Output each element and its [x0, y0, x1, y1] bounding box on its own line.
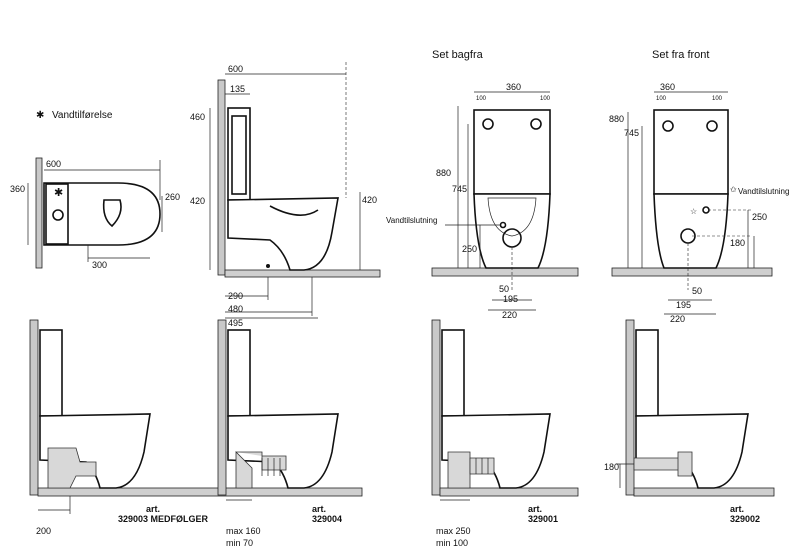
bowl-front [653, 193, 729, 269]
dim-back-50: 50 [499, 284, 509, 294]
dim-front-195: 195 [676, 300, 691, 310]
floor [224, 269, 381, 278]
dim-side-600: 600 [228, 64, 243, 74]
dim-front-180: 180 [730, 238, 745, 248]
dim-front-745: 745 [624, 128, 639, 138]
wall [29, 319, 39, 496]
dim-back-100-left: 100 [476, 96, 487, 102]
dim-install-4: 180 [604, 462, 619, 472]
front-water-connection-label: Vandtilslutning [738, 187, 789, 196]
legend: ✱ Vandtilførelse [36, 110, 113, 121]
floor [439, 487, 579, 497]
dim-side-460: 460 [190, 112, 205, 122]
floor [633, 487, 775, 497]
dim-front-880: 880 [609, 114, 624, 124]
dim-front-50: 50 [692, 286, 702, 296]
install-329001: max 250 min 100 art. 329001 [431, 319, 579, 548]
dim-top-300: 300 [92, 260, 107, 270]
dim-install-3-max: max 250 [436, 526, 471, 536]
wall [217, 319, 227, 496]
dim-install-2-max: max 160 [226, 526, 261, 536]
dim-top-bowl: 260 [165, 192, 180, 202]
water-supply-symbol: ✱ [36, 110, 44, 121]
dim-install-2-min: min 70 [226, 538, 253, 548]
art-number-2: 329004 [312, 514, 342, 524]
install-329003: 200 art. 329003 MEDFØLGER [29, 319, 363, 536]
dim-side-495: 495 [228, 318, 243, 328]
dim-front-100-right: 100 [712, 96, 723, 102]
dim-front-100-left: 100 [656, 96, 667, 102]
cistern [441, 329, 465, 417]
dim-back-100-right: 100 [540, 96, 551, 102]
dim-front-250: 250 [752, 212, 767, 222]
cistern [473, 109, 551, 195]
dim-side-420-right: 420 [362, 195, 377, 205]
drain-pipe [47, 447, 97, 489]
art-number-4: 329002 [730, 514, 760, 524]
front-view-title: Set fra front [652, 49, 709, 61]
dim-back-195: 195 [503, 294, 518, 304]
legend-text: Vandtilførelse [52, 110, 113, 121]
water-supply-marker: ✱ [54, 187, 63, 199]
toilet-outline [43, 182, 161, 246]
dim-back-250: 250 [462, 244, 477, 254]
dim-top-width: 600 [46, 159, 61, 169]
water-connection-star-icon: ✩ [730, 185, 737, 194]
back-view-title: Set bagfra [432, 49, 484, 61]
bowl-side [227, 197, 339, 271]
dim-side-290: 290 [228, 291, 243, 301]
dim-side-480: 480 [228, 304, 243, 314]
art-label-1: art. [146, 504, 160, 514]
floor [37, 487, 363, 497]
art-label-4: art. [730, 504, 744, 514]
back-view: Set bagfra 360 100 100 880 745 250 Vandt… [386, 49, 579, 320]
dim-back-360: 360 [506, 82, 521, 92]
bowl [635, 413, 749, 489]
dim-front-220: 220 [670, 314, 685, 324]
dim-side-420-left: 420 [190, 196, 205, 206]
water-connection-label: Vandtilslutning [386, 216, 437, 225]
side-view: 600 135 460 420 420 290 480 495 [190, 62, 381, 328]
floor [611, 267, 773, 277]
pipe-joint [677, 451, 693, 477]
cistern-outline [45, 183, 69, 245]
dim-back-220: 220 [502, 310, 517, 320]
flush-button [52, 209, 64, 221]
water-supply-star-icon: ☆ [690, 207, 697, 216]
dim-install-1: 200 [36, 526, 51, 536]
wall [35, 157, 43, 269]
cistern [635, 329, 659, 417]
art-label-3: art. [528, 504, 542, 514]
wall [431, 319, 441, 496]
wall [625, 319, 635, 496]
install-329004: max 160 min 70 art. 329004 [217, 319, 342, 548]
top-view: ✱ 600 360 260 300 [10, 157, 180, 270]
dim-back-880: 880 [436, 168, 451, 178]
dim-top-depth: 360 [10, 184, 25, 194]
art-number-1: 329003 MEDFØLGER [118, 514, 209, 524]
front-view: Set fra front ☆ 360 100 100 880 745 ✩ Va… [609, 49, 789, 324]
dim-back-745: 745 [452, 184, 467, 194]
dim-install-3-min: min 100 [436, 538, 468, 548]
wall [217, 79, 226, 276]
dim-side-135: 135 [230, 84, 245, 94]
bowl-back [473, 193, 551, 269]
bowl-outline [102, 199, 122, 228]
install-329002: 180 art. 329002 [604, 319, 775, 524]
floor [431, 267, 579, 277]
cistern [227, 329, 251, 417]
cistern [39, 329, 63, 417]
art-label-2: art. [312, 504, 326, 514]
dim-front-360: 360 [660, 82, 675, 92]
art-number-3: 329001 [528, 514, 558, 524]
drain-stub [447, 451, 471, 489]
